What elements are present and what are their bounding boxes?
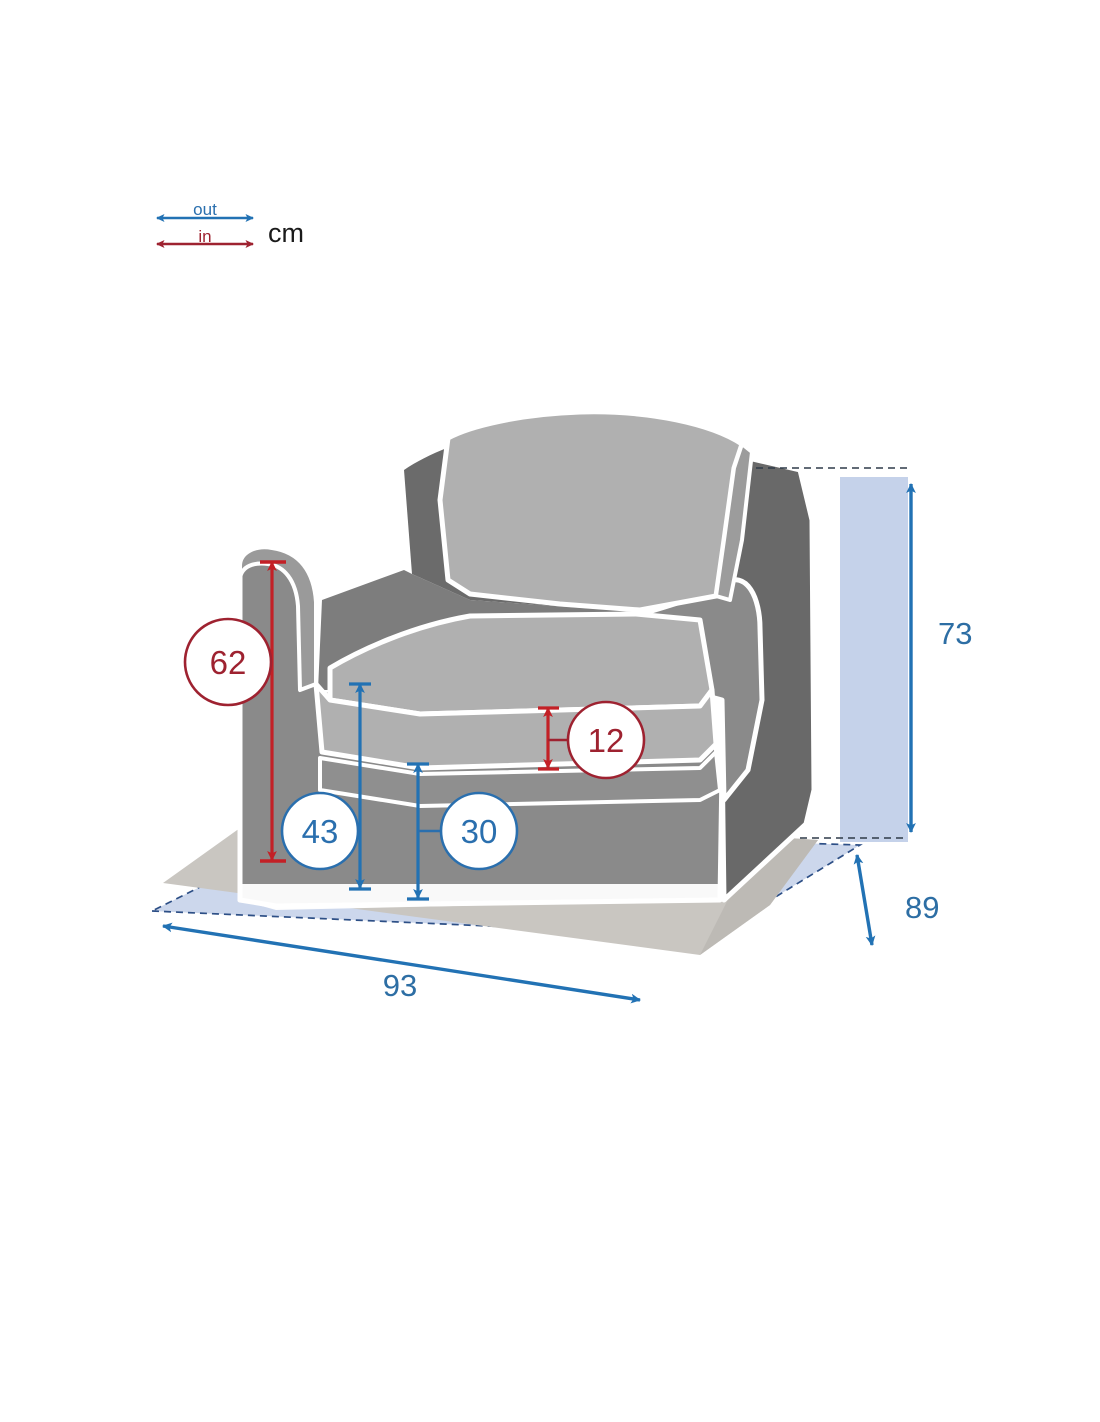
dimension-height-label: 73 <box>938 616 972 651</box>
legend-unit-label: cm <box>268 218 304 248</box>
callout-bubble-43 <box>280 791 360 871</box>
dimension-seat-height-label: 43 <box>302 813 339 850</box>
callout-bubble-62 <box>183 617 273 707</box>
floor-shadow-side <box>700 836 818 955</box>
dimension-depth-label: 89 <box>905 890 939 925</box>
dimension-width-arrow <box>162 922 641 1004</box>
dimension-width-label: 93 <box>383 968 417 1003</box>
legend-label-out: out <box>193 200 217 219</box>
dimension-seat-height-43: 43 <box>280 682 371 891</box>
legend: out in cm <box>156 200 304 248</box>
chair-left-armrest-cap <box>238 545 318 692</box>
dimension-seat-front-30: 30 <box>407 762 519 901</box>
chair-back-cushion <box>437 409 745 613</box>
dimension-seat-front-label: 30 <box>461 813 498 850</box>
callout-bubble-30 <box>439 791 519 871</box>
dimension-depth-89: 89 <box>853 854 939 946</box>
callout-bubble-12 <box>566 700 646 780</box>
legend-row-out: out <box>156 200 254 222</box>
dimension-width-93: 93 <box>162 922 641 1004</box>
dimension-cushion-thickness-12: 12 <box>538 700 646 780</box>
chair-back-cushion-edge <box>714 442 754 602</box>
dimension-arm-height-label: 62 <box>210 644 247 681</box>
dimension-height-73: 73 <box>906 483 972 833</box>
dimension-arm-height-62: 62 <box>183 560 286 863</box>
legend-row-in: in <box>156 227 254 248</box>
dimension-depth-arrow <box>853 854 876 946</box>
dimension-cushion-label: 12 <box>588 722 625 759</box>
height-band-plane <box>840 477 908 842</box>
extension-lines <box>756 467 908 839</box>
